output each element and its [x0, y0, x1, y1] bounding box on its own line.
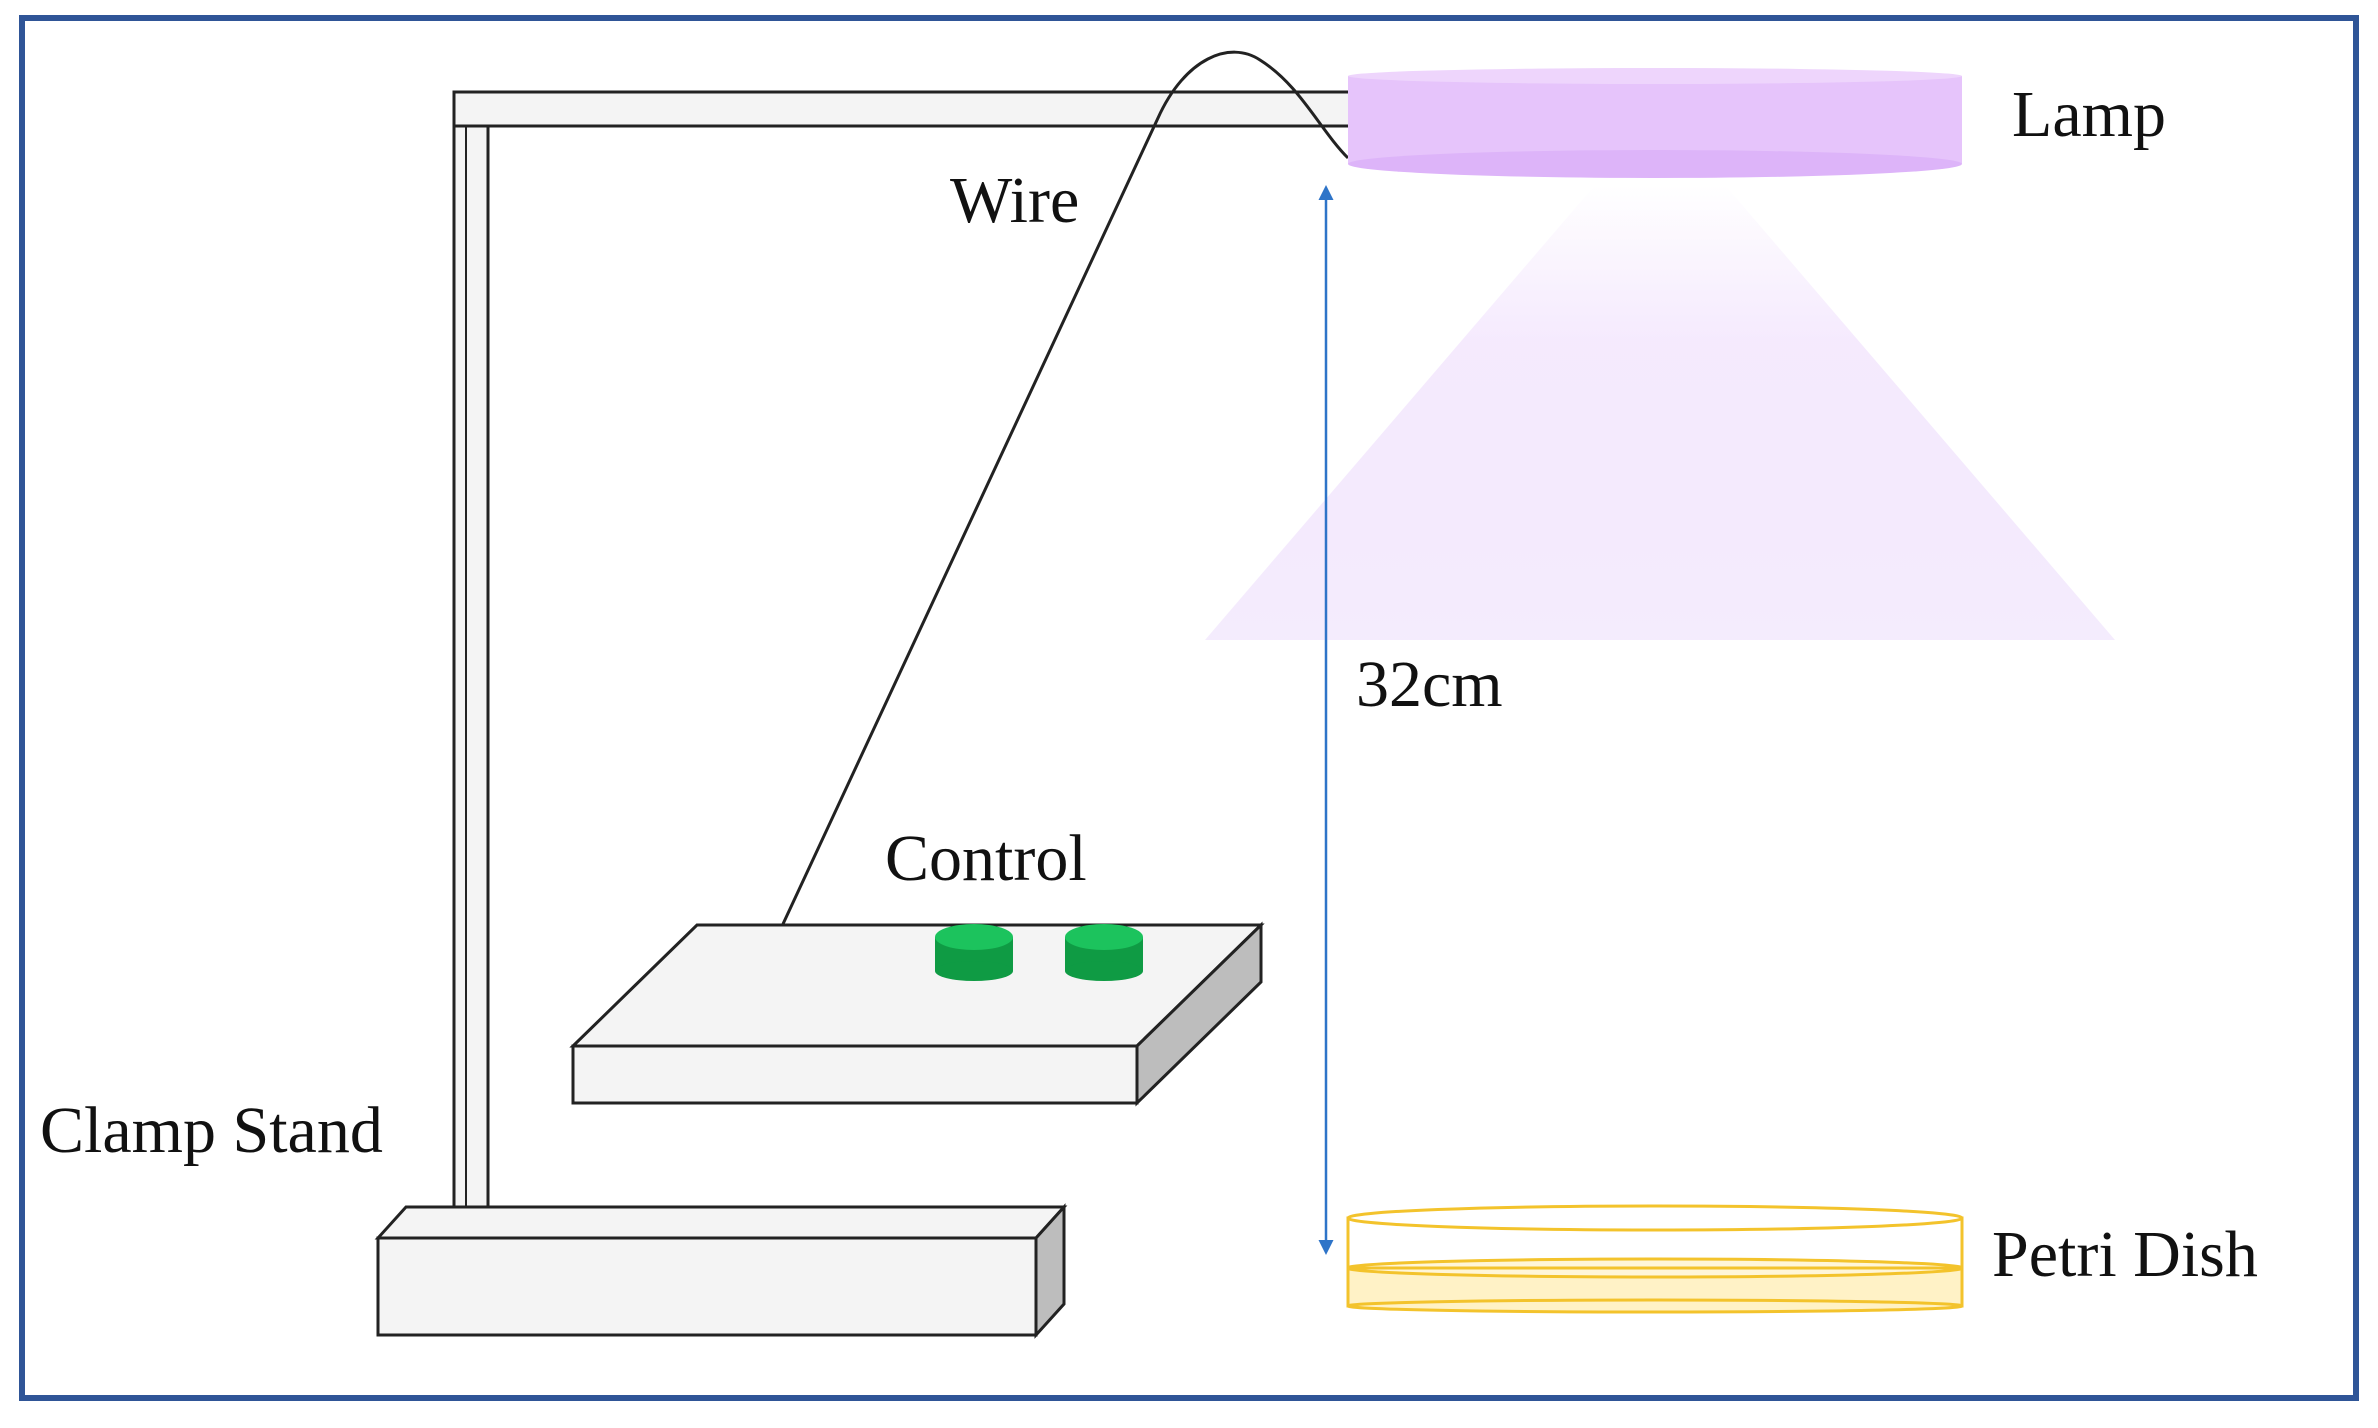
wire-label: Wire: [950, 164, 1079, 237]
control-box: [569, 921, 1265, 1107]
clamp-stand-arm: [452, 90, 1356, 128]
control-label: Control: [885, 822, 1087, 895]
clamp-stand-label: Clamp Stand: [40, 1094, 383, 1167]
wire: [781, 50, 1350, 925]
clamp-stand-rod: [452, 116, 490, 1220]
control-button-2[interactable]: [1065, 924, 1143, 981]
petri-dish: [1346, 1204, 1964, 1314]
lamp-label: Lamp: [2012, 78, 2166, 151]
petri-dish-label: Petri Dish: [1992, 1218, 2258, 1291]
clamp-stand: [374, 90, 1356, 1339]
diagram-frame: [19, 15, 2359, 1401]
control-button-1[interactable]: [935, 924, 1013, 981]
lamp: [1348, 68, 1962, 178]
lamp-light-beam: [1205, 185, 2115, 640]
clamp-stand-base: [374, 1203, 1068, 1339]
distance-label: 32cm: [1356, 648, 1503, 721]
